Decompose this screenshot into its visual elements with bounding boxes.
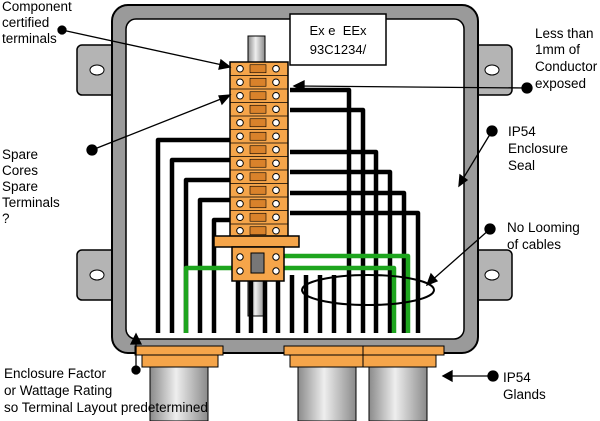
terminal-screw — [272, 172, 280, 181]
label-line: Conductor — [535, 59, 598, 74]
terminal-link — [249, 104, 267, 114]
looming-ellipse — [301, 274, 435, 306]
label-line: Enclosure — [508, 141, 568, 156]
label-glands: IP54 Glands — [503, 370, 546, 402]
label-line: Glands — [503, 387, 546, 402]
terminal-screw — [272, 159, 280, 168]
label-line: terminals — [2, 31, 57, 46]
terminal-screw — [236, 159, 244, 168]
cable-glands — [134, 345, 445, 421]
label-line: exposed — [535, 76, 586, 91]
label-line: Seal — [508, 158, 535, 173]
label-line: Spare — [2, 179, 38, 194]
terminal-link — [249, 212, 267, 222]
earth-bar — [213, 235, 300, 248]
label-line: Cores — [2, 163, 38, 178]
terminal-screw — [272, 64, 280, 73]
label-line: Spare — [2, 147, 38, 162]
terminal-screw — [236, 132, 244, 141]
label-line: so Terminal Layout predetermined — [4, 400, 208, 415]
label-line: certified — [2, 15, 49, 30]
terminal-screw — [272, 199, 280, 208]
conductors — [155, 87, 421, 333]
terminal-screw — [272, 118, 280, 127]
label-line: ? — [2, 211, 10, 226]
label-line: of cables — [507, 237, 561, 252]
terminal-screw — [272, 186, 280, 195]
terminal-link — [249, 64, 267, 74]
plate-line-2: 93C1234/ — [310, 42, 367, 57]
terminal-screw — [272, 78, 280, 87]
terminal-screw — [236, 213, 244, 222]
label-line: Component — [2, 0, 72, 14]
annotation-leaders — [57, 25, 533, 383]
terminal-screw — [236, 145, 244, 154]
terminal-link — [249, 91, 267, 101]
terminal-link — [249, 226, 267, 236]
label-line: 1mm of — [535, 42, 580, 57]
enclosure-inner — [125, 18, 465, 340]
label-seal: IP54 Enclosure Seal — [508, 124, 568, 173]
label-line: IP54 — [508, 124, 536, 139]
label-line: IP54 — [503, 370, 531, 385]
label-spare: Spare Cores Spare Terminals ? — [2, 147, 60, 226]
terminal-screw — [236, 199, 244, 208]
terminal-link — [249, 199, 267, 209]
terminal-link — [249, 172, 267, 182]
rating-plate — [289, 13, 387, 66]
terminal-screw — [236, 118, 244, 127]
label-line: Terminals — [2, 195, 60, 210]
label-line: or Wattage Rating — [4, 383, 112, 398]
terminal-screw — [236, 64, 244, 73]
label-looming: No Looming of cables — [507, 220, 580, 252]
terminal-link — [249, 145, 267, 155]
terminal-screw — [272, 105, 280, 114]
label-line: Less than — [535, 26, 594, 41]
terminal-screw — [236, 105, 244, 114]
label-component-terminals: Component certified terminals — [2, 0, 72, 46]
terminal-link — [249, 131, 267, 141]
terminal-screw — [272, 226, 280, 235]
terminal-link — [249, 158, 267, 168]
terminal-screw — [236, 226, 244, 235]
earth-terminal-center — [250, 252, 265, 274]
plate-line-1: Ex e EEx — [309, 23, 367, 38]
terminal-block — [229, 61, 289, 239]
terminal-screw — [272, 213, 280, 222]
terminal-screw — [236, 186, 244, 195]
terminal-link — [249, 185, 267, 195]
label-enclosure-factor: Enclosure Factor or Wattage Rating so Te… — [4, 366, 208, 415]
earth-conductors — [183, 253, 411, 333]
terminal-link — [249, 77, 267, 87]
label-line: No Looming — [507, 220, 580, 235]
terminal-screw — [236, 172, 244, 181]
terminal-screw — [236, 78, 244, 87]
terminal-link — [249, 118, 267, 128]
terminal-screw — [272, 145, 280, 154]
terminal-screw — [236, 91, 244, 100]
terminal-screw — [272, 91, 280, 100]
label-conductor: Less than 1mm of Conductor exposed — [535, 26, 598, 91]
terminal-screw — [272, 132, 280, 141]
label-line: Enclosure Factor — [4, 366, 107, 381]
